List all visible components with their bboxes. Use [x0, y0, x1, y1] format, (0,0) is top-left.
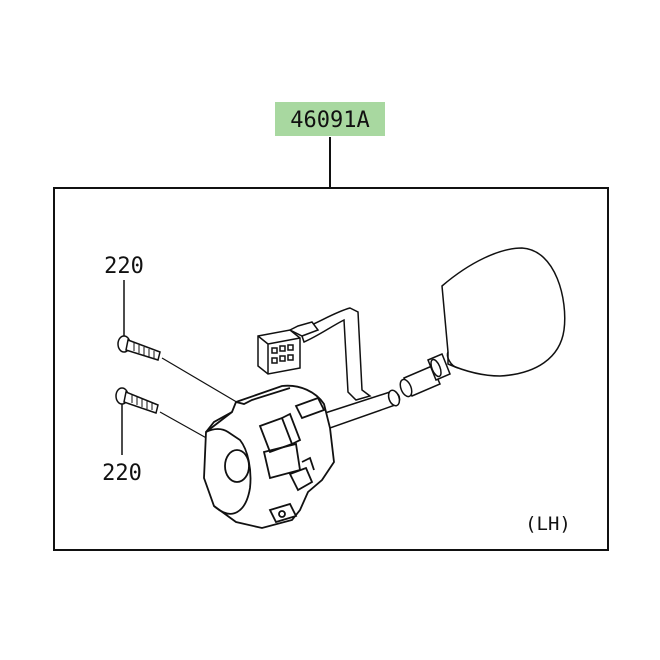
screw-top-label: 220	[104, 254, 144, 279]
screw-bottom-alignment-line	[159, 411, 211, 441]
part-number-label: 46091A	[290, 108, 369, 133]
screw-top-alignment-line	[161, 357, 241, 405]
bulb-socket	[399, 353, 451, 398]
part-number-highlight	[275, 102, 385, 136]
wiring-harness	[299, 307, 372, 401]
connector-plug	[257, 321, 320, 375]
switch-housing	[203, 384, 335, 529]
turn-signal-lens	[441, 247, 566, 377]
part-number-callout[interactable]: 46091A	[275, 102, 385, 136]
screw-top	[117, 335, 161, 361]
screw-bottom-label: 220	[102, 461, 142, 486]
side-designation: (LH)	[525, 513, 571, 535]
switch-cable-tube	[320, 389, 401, 429]
assembly-frame	[53, 187, 609, 551]
screw-bottom	[115, 387, 159, 414]
